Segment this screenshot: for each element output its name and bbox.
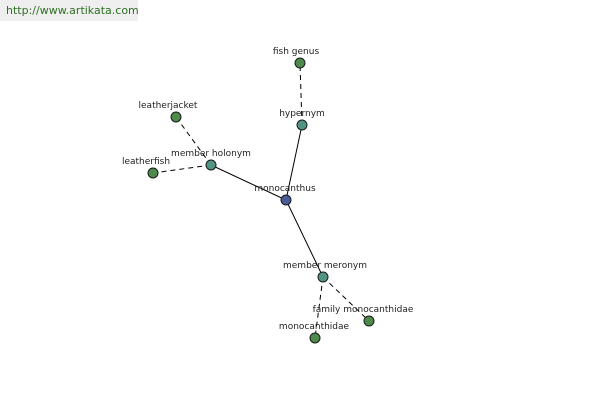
label-monocanthus[interactable]: monocanthus <box>254 184 316 194</box>
edge-hypernym-to-fish-genus <box>299 62 303 126</box>
label-monocanthidae[interactable]: monocanthidae <box>279 322 350 332</box>
label-fish-genus[interactable]: fish genus <box>273 47 320 57</box>
labels-layer: monocanthus member holonym hypernym member … <box>122 47 414 332</box>
node-leatherfish[interactable] <box>147 167 159 179</box>
node-fish-genus[interactable] <box>294 57 306 69</box>
edge-member-meronym-to-family-monocanthidae <box>322 276 370 322</box>
edge-monocanthus-to-member-meronym <box>285 199 324 278</box>
site-url-banner[interactable]: http://www.artikata.com <box>0 0 139 21</box>
node-monocanthus[interactable] <box>280 194 292 206</box>
edge-monocanthus-to-hypernym <box>285 124 303 201</box>
nodes-layer <box>147 57 375 344</box>
label-member-holonym[interactable]: member holonym <box>171 149 251 159</box>
label-member-meronym[interactable]: member meronym <box>283 261 367 271</box>
node-member-meronym[interactable] <box>317 271 329 283</box>
edge-member-holonym-to-leatherfish <box>152 164 212 174</box>
node-member-holonym[interactable] <box>205 159 217 171</box>
label-hypernym[interactable]: hypernym <box>279 109 325 119</box>
edge-member-meronym-to-monocanthidae <box>314 276 324 339</box>
edge-member-holonym-to-leatherjacket <box>175 116 212 166</box>
node-family-monocanthidae[interactable] <box>363 315 375 327</box>
label-leatherfish[interactable]: leatherfish <box>122 157 170 167</box>
edges-layer <box>152 62 370 339</box>
node-hypernym[interactable] <box>296 119 308 131</box>
label-leatherjacket[interactable]: leatherjacket <box>139 101 198 111</box>
label-family-monocanthidae[interactable]: family monocanthidae <box>313 305 414 315</box>
node-leatherjacket[interactable] <box>170 111 182 123</box>
edge-monocanthus-to-member-holonym <box>210 164 287 201</box>
node-monocanthidae[interactable] <box>309 332 321 344</box>
